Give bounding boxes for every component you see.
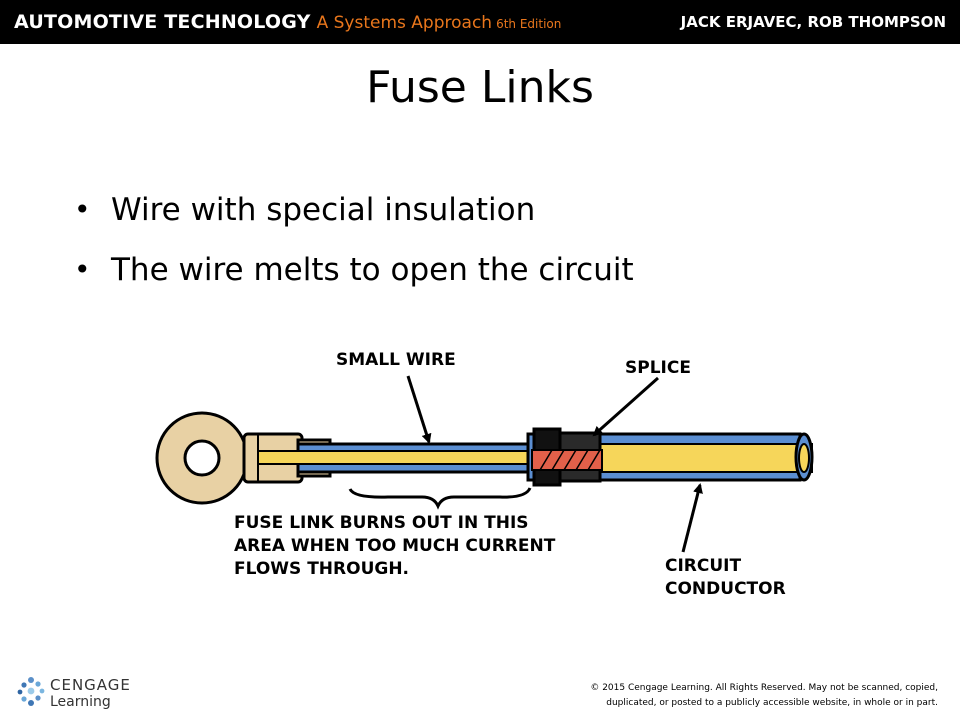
- label-circuit: CIRCUIT: [665, 556, 741, 576]
- copyright-line-2: duplicated, or posted to a publicly acce…: [606, 698, 938, 708]
- copyright-notice: © 2015 Cengage Learning. All Rights Rese…: [558, 681, 938, 711]
- label-burn-line-2: AREA WHEN TOO MUCH CURRENT: [234, 536, 556, 556]
- cengage-logo: CENGAGE Learning: [16, 672, 146, 714]
- splice: [531, 427, 603, 487]
- slide-title: Fuse Links: [366, 62, 594, 113]
- fuse-link-diagram: SMALL WIRE SPLICE FUSE LINK BURNS OUT IN…: [155, 350, 814, 599]
- circuit-conductor-arrow: [681, 483, 703, 553]
- small-wire-arrow: [406, 375, 432, 444]
- bullet-item: • Wire with special insulation: [74, 180, 634, 240]
- small-wire: [257, 442, 564, 474]
- circuit-conductor: [526, 432, 814, 482]
- label-splice: SPLICE: [625, 358, 691, 378]
- label-small-wire: SMALL WIRE: [336, 350, 456, 370]
- splice-arrow: [592, 376, 659, 437]
- book-subtitle: A Systems Approach: [316, 13, 493, 33]
- book-title: AUTOMOTIVE TECHNOLOGY: [14, 11, 311, 33]
- label-burn-line-1: FUSE LINK BURNS OUT IN THIS: [234, 513, 529, 533]
- label-conductor: CONDUCTOR: [665, 579, 786, 599]
- bullet-text: The wire melts to open the circuit: [111, 252, 634, 288]
- logo-text-cengage: CENGAGE: [50, 676, 131, 694]
- bullet-icon: •: [74, 253, 91, 286]
- logo-text-learning: Learning: [50, 694, 111, 710]
- copyright-line-1: © 2015 Cengage Learning. All Rights Rese…: [590, 683, 938, 693]
- book-edition: 6th Edition: [496, 17, 562, 31]
- cengage-swirl-icon: [17, 677, 45, 706]
- book-authors: JACK ERJAVEC, ROB THOMPSON: [680, 13, 946, 31]
- bullet-icon: •: [74, 193, 91, 226]
- burn-area-brace: [348, 487, 532, 510]
- bullet-item: • The wire melts to open the circuit: [74, 240, 634, 300]
- bullet-list: • Wire with special insulation • The wire …: [74, 180, 634, 300]
- label-burn-line-3: FLOWS THROUGH.: [234, 559, 409, 579]
- bullet-text: Wire with special insulation: [111, 192, 536, 228]
